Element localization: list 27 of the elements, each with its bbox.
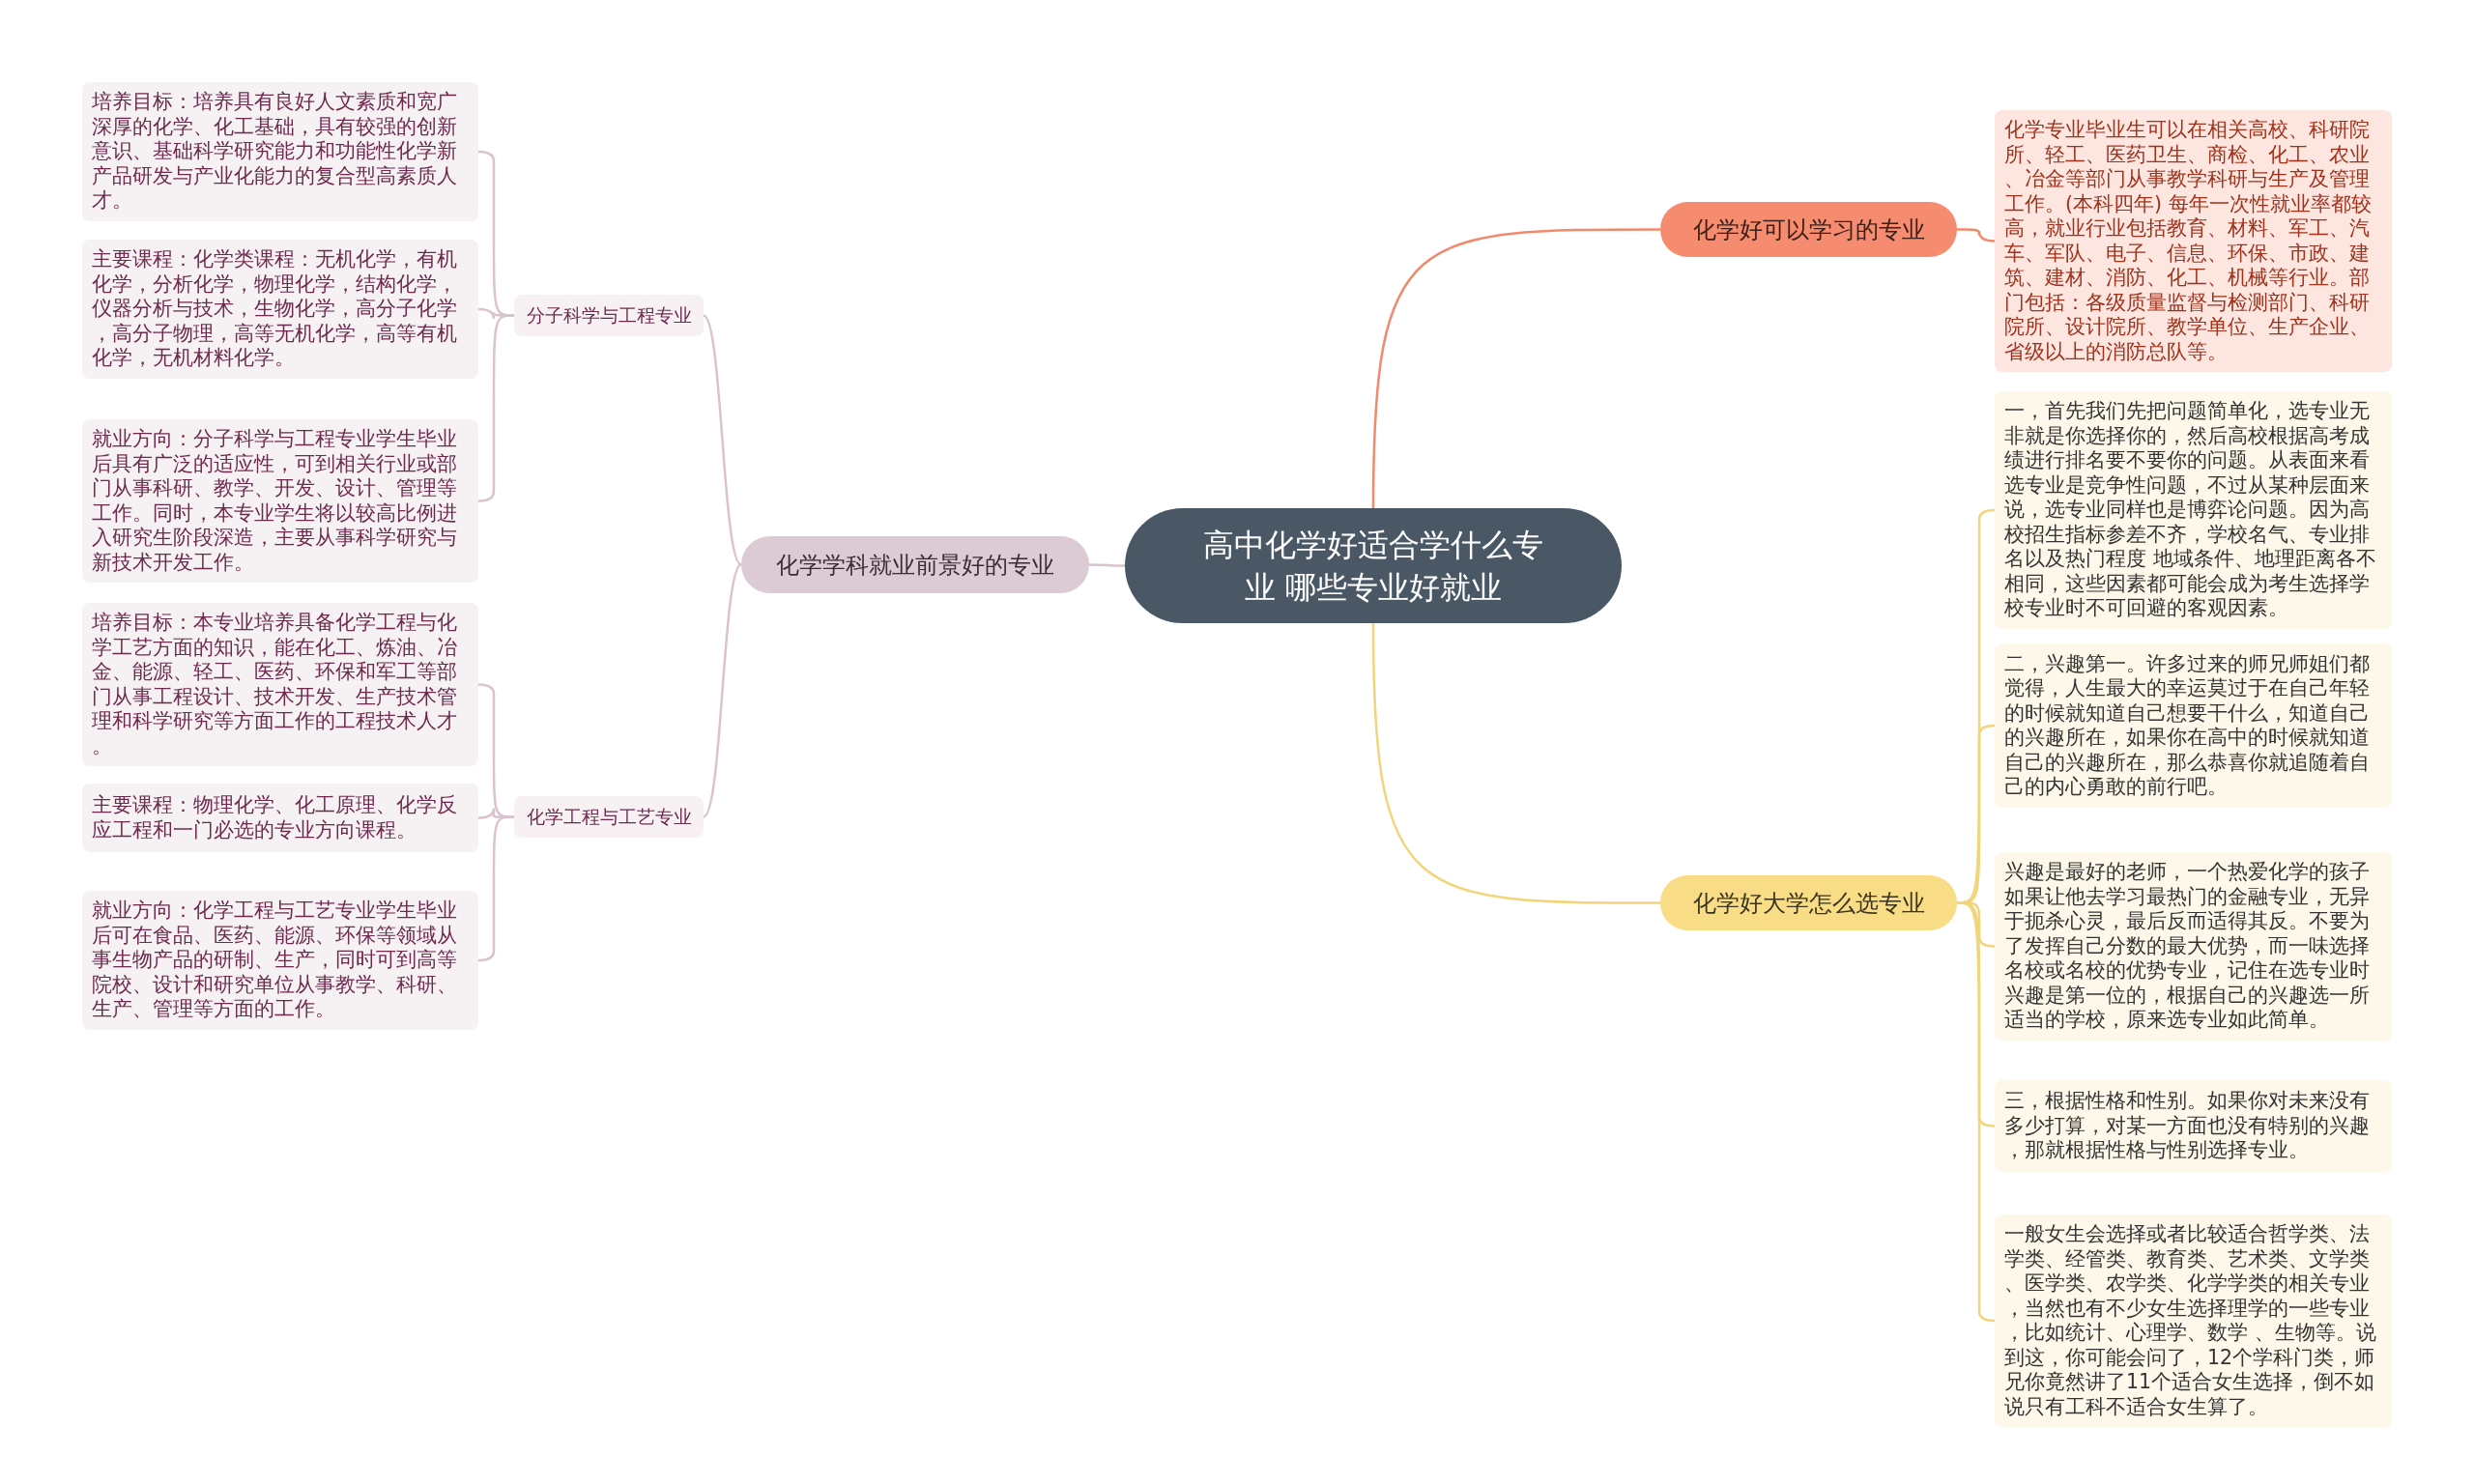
note-card: 培养目标：本专业培养具备化学工程与化学工艺方面的知识，能在化工、炼油、冶金、能源、轻工、医药、环保和军工等部门从事工程设计、技术开发、生产技术管理和科学研究等方面工作的工程技术人才。 xyxy=(82,603,478,766)
note-card: 就业方向：化学工程与工艺专业学生毕业后可在食品、医药、能源、环保等领域从事生物产品的研制、生产，同时可到高等院校、设计和研究单位从事教学、科研、生产、管理等方面的工作。 xyxy=(82,891,478,1030)
note-card: 三，根据性格和性别。如果你对未来没有多少打算，对某一方面也没有特别的兴趣，那就根据性格与性别选择专业。 xyxy=(1995,1080,2392,1172)
connector-line xyxy=(703,563,742,818)
connector-line xyxy=(1371,623,1660,904)
note-card: 一，首先我们先把问题简单化，选专业无非就是你选择你的，然后高校根据高考成绩进行排名要不要你的问题。从表面来看选专业是竞争性问题，不过从某种层面来说，选专业同样也是博弈论问题。因为高校招生指标参差不齐，学校名气、专业排名以及热门程度 地域条件、地理距离各不相同，这些因素都可能会成为考生选择学校专业时不可回避的客观因素。 xyxy=(1995,391,2392,629)
note-card: 化学专业毕业生可以在相关高校、科研院所、轻工、医药卫生、商检、化工、农业、冶金等部门从事教学科研与生产及管理工作。(本科四年) 每年一次性就业率都较高，就业行业包括教育、材料、军工、汽车、军队、电子、信息、环保、市政、建筑、建材、消防、化工、机械等行业。部门包括：各级质量监督与检测部门、科研院所、设计院所、教学单位、生产企业、省级以上的消防总队等。 xyxy=(1995,110,2392,372)
connector-line xyxy=(1957,228,1996,243)
branch-topic: 化学好大学怎么选专业 xyxy=(1660,875,1957,930)
note-card: 主要课程：化学类课程：无机化学，有机化学，分析化学，物理化学，结构化学，仪器分析与技术，生物化学，高分子化学，高分子物理，高等无机化学，高等有机化学，无机材料化学。 xyxy=(82,240,478,379)
connector-line xyxy=(477,314,514,502)
note-card: 就业方向：分子科学与工程专业学生毕业后具有广泛的适应性，可到相关行业或部门从事科研、教学、开发、设计、管理等工作。同时，本专业学生将以较高比例进入研究生阶段深造，主要从事科学研究与新技术开发工作。 xyxy=(82,419,478,583)
connector-line xyxy=(1371,228,1660,508)
central-topic: 高中化学好适合学什么专业 哪些专业好就业 xyxy=(1125,508,1622,623)
note-card: 兴趣是最好的老师，一个热爱化学的孩子如果让他去学习最热门的金融专业，无异于扼杀心灵，最后反而适得其反。不要为了发挥自己分数的最大优势，而一味选择名校或名校的优势专业，记住在选专业时兴趣是第一位的，根据自己的兴趣选一所适当的学校，原来选专业如此简单。 xyxy=(1995,852,2392,1041)
note-card: 二，兴趣第一。许多过来的师兄师姐们都觉得，人生最大的幸运莫过于在自己年轻的时候就知道自己想要干什么，知道自己的兴趣所在，如果你在高中的时候就知道自己的兴趣所在，那么恭喜你就追随着自己的内心勇敢的前行吧。 xyxy=(1995,643,2392,808)
note-card: 一般女生会选择或者比较适合哲学类、法学类、经管类、教育类、艺术类、文学类、医学类、农学类、化学学类的相关专业，当然也有不少女生选择理学的一些专业，比如统计、心理学、数学 、生物等。说到这，你可能会问了，12个学科门类，师兄你竟然讲了11个适合女生选择，倒不如说只有工科不适合女生算了。 xyxy=(1995,1214,2392,1427)
note-card: 培养目标：培养具有良好人文素质和宽广深厚的化学、化工基础，具有较强的创新意识、基础科学研究能力和功能性化学新产品研发与产业化能力的复合型高素质人才。 xyxy=(82,82,478,221)
connector-line xyxy=(1957,901,1996,948)
branch-topic: 化学学科就业前景好的专业 xyxy=(741,536,1089,593)
subtopic-box: 分子科学与工程专业 xyxy=(514,295,704,336)
connector-line xyxy=(477,815,514,962)
connector-line xyxy=(1089,563,1125,567)
note-card: 主要课程：物理化学、化工原理、化学反应工程和一门必选的专业方向课程。 xyxy=(82,784,478,852)
subtopic-box: 化学工程与工艺专业 xyxy=(514,796,704,838)
branch-topic: 化学好可以学习的专业 xyxy=(1660,202,1957,257)
connector-line xyxy=(703,314,742,566)
